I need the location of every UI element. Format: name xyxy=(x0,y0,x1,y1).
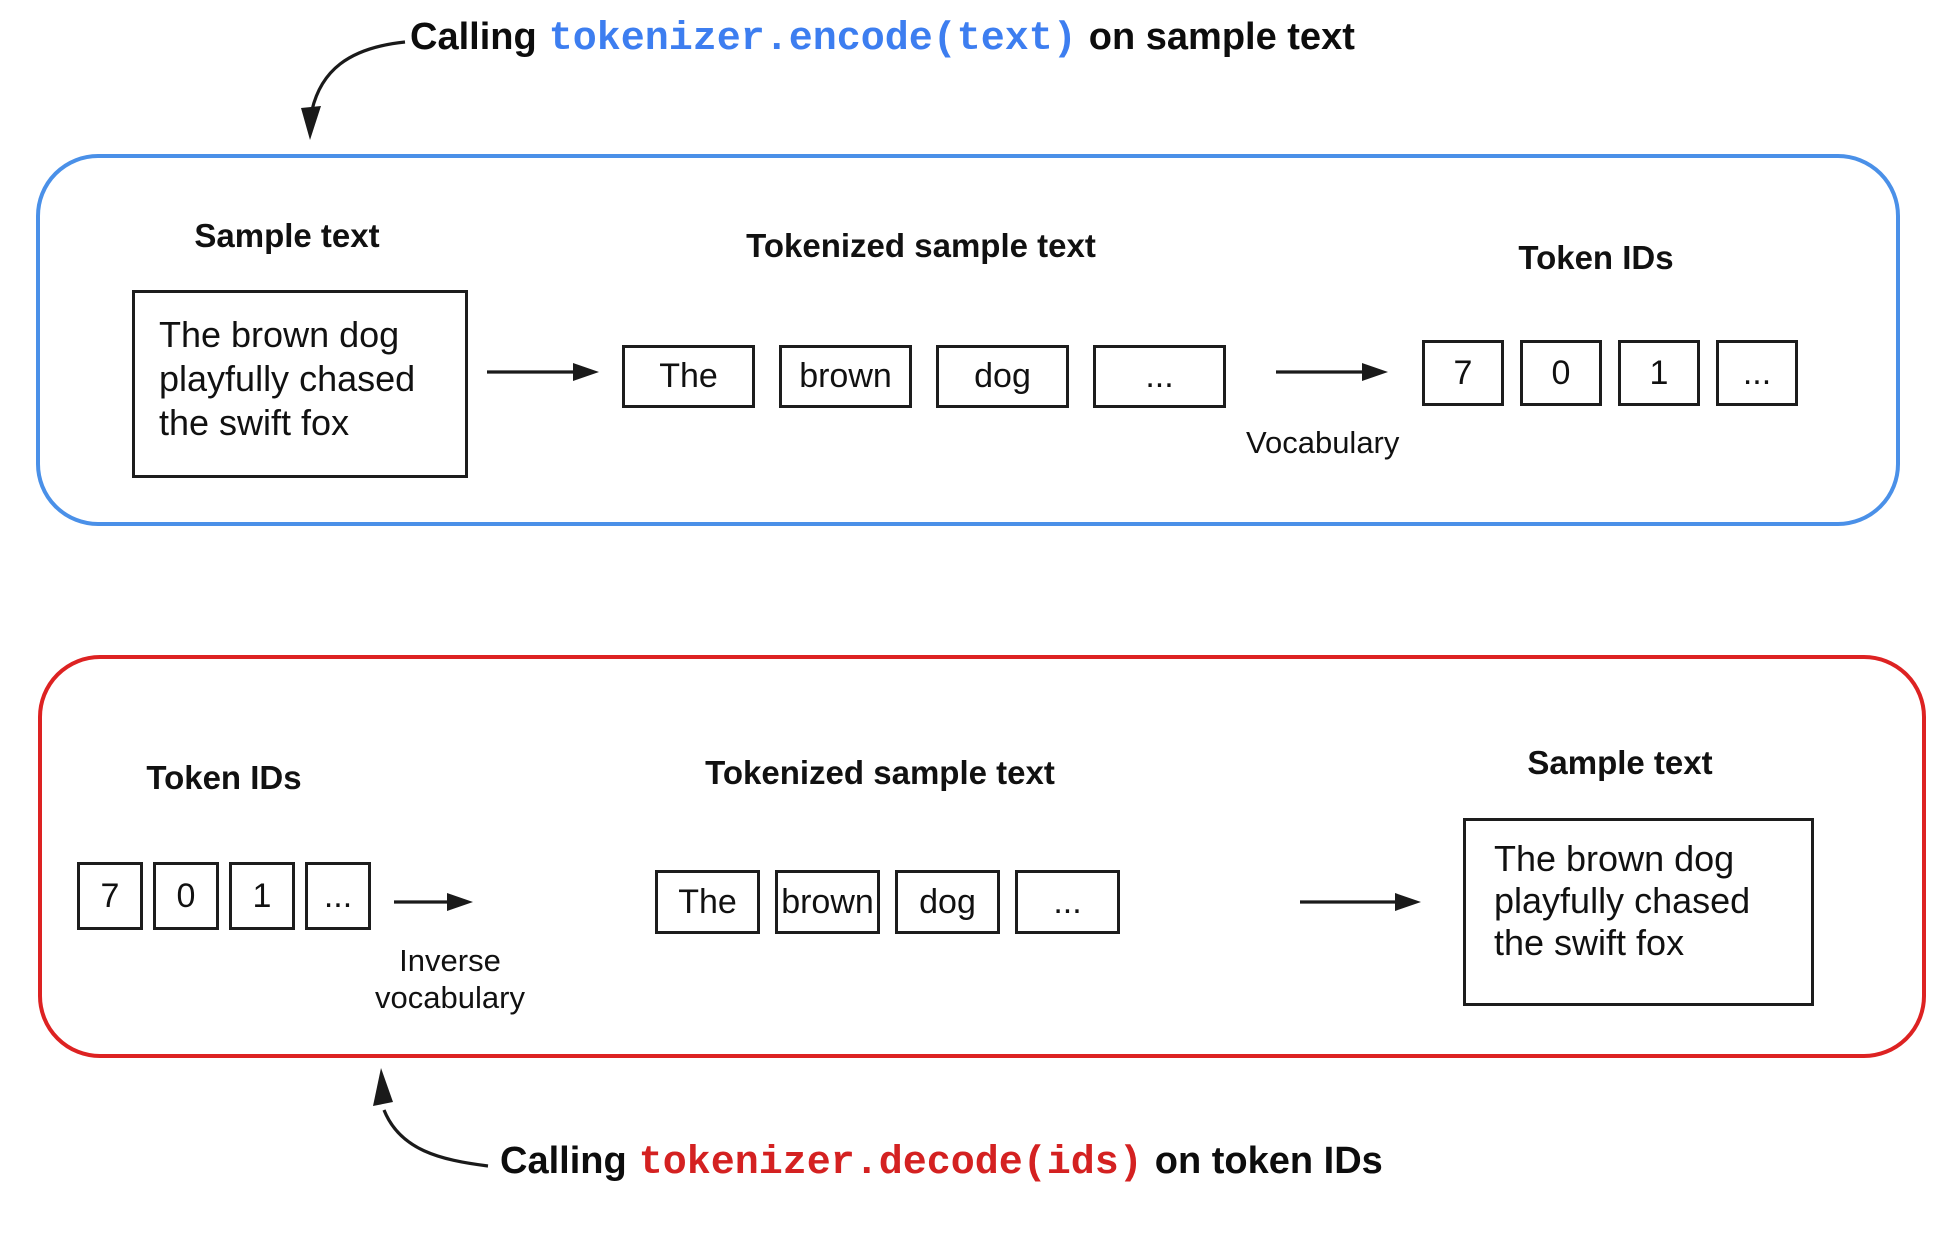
encode-sample-text-box: The brown dog playfully chased the swift… xyxy=(132,290,468,478)
flow-arrow-icon xyxy=(487,363,599,381)
token-id-box: 0 xyxy=(1520,340,1602,406)
encode-annotation: Calling tokenizer.encode(text) on sample… xyxy=(410,16,1355,62)
sample-line: the swift fox xyxy=(159,402,350,443)
sample-line: playfully chased xyxy=(159,358,416,399)
token-box-ellipsis: ... xyxy=(1015,870,1120,934)
token-box: dog xyxy=(895,870,1000,934)
flow-arrow-icon xyxy=(394,893,473,911)
token-id-box-ellipsis: ... xyxy=(1716,340,1798,406)
curved-arrow-down-icon xyxy=(301,40,406,140)
decode-code-text: tokenizer.decode(ids) xyxy=(638,1141,1143,1186)
encode-annotation-prefix: Calling xyxy=(410,16,537,58)
token-box: The xyxy=(622,345,755,408)
encode-tokens-heading: Tokenized sample text xyxy=(746,227,1096,264)
sample-line: The brown dog xyxy=(159,314,400,355)
sample-line: The brown dog xyxy=(1494,838,1735,879)
sample-line: the swift fox xyxy=(1494,922,1685,963)
decode-ids-heading: Token IDs xyxy=(146,759,302,796)
encode-ids-heading: Token IDs xyxy=(1518,239,1674,276)
decode-sample-text-box: The brown dog playfully chased the swift… xyxy=(1463,818,1814,1006)
curved-arrow-up-icon xyxy=(373,1068,489,1168)
token-box: brown xyxy=(775,870,880,934)
token-box: dog xyxy=(936,345,1069,408)
sample-line: playfully chased xyxy=(1494,880,1751,921)
flow-arrow-icon xyxy=(1276,363,1388,381)
decode-sample-heading: Sample text xyxy=(1527,744,1713,781)
flow-arrow-icon xyxy=(1300,893,1421,911)
token-id-box: 7 xyxy=(77,862,143,930)
token-box-ellipsis: ... xyxy=(1093,345,1226,408)
token-id-box-ellipsis: ... xyxy=(305,862,371,930)
decode-annotation-prefix: Calling xyxy=(500,1140,627,1182)
token-id-box: 7 xyxy=(1422,340,1504,406)
decode-annotation: Calling tokenizer.decode(ids) on token I… xyxy=(500,1140,1383,1186)
encode-sample-heading: Sample text xyxy=(194,217,380,254)
decode-tokens-heading: Tokenized sample text xyxy=(705,754,1055,791)
inverse-vocabulary-label: Inverse vocabulary xyxy=(375,943,525,1015)
vocabulary-label: Vocabulary xyxy=(1246,425,1400,460)
token-box: brown xyxy=(779,345,912,408)
encode-code-text: tokenizer.encode(text) xyxy=(548,17,1077,62)
token-id-box: 1 xyxy=(1618,340,1700,406)
token-id-box: 0 xyxy=(153,862,219,930)
encode-annotation-suffix: on sample text xyxy=(1088,16,1355,58)
token-id-box: 1 xyxy=(229,862,295,930)
token-box: The xyxy=(655,870,760,934)
decode-annotation-suffix: on token IDs xyxy=(1154,1140,1383,1182)
